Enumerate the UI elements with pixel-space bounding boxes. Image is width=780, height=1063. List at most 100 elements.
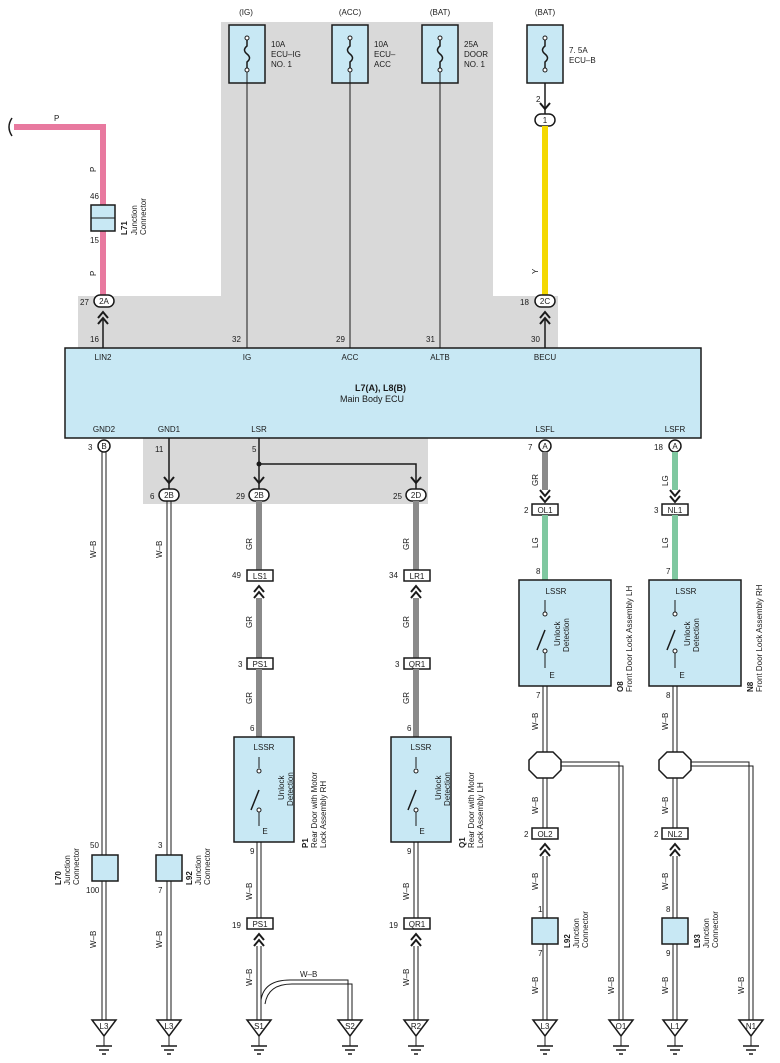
wire-yellow-becu: 2 1 Y 18 2C xyxy=(520,83,556,348)
label-text: O8 xyxy=(616,681,625,692)
diagram-circle xyxy=(97,439,111,453)
label-text: W–B xyxy=(155,541,164,558)
label-text: 16 xyxy=(90,335,99,344)
ground-points: L3 L3 S1 S2 xyxy=(90,1019,765,1055)
diagram-path xyxy=(531,1019,559,1038)
label-text: 18 xyxy=(654,443,663,452)
label-text: IG xyxy=(243,353,251,362)
label-text: QR1 xyxy=(409,660,426,669)
diagram-path xyxy=(90,1019,118,1038)
label-text: Detection xyxy=(562,618,571,652)
label-text: 100 xyxy=(86,886,100,895)
rear-lh-circuit: 25 2D GR 34 LR1 GR 3 QR1 GR 6 LSSR Unloc… xyxy=(389,488,485,1020)
label-text: 27 xyxy=(80,298,89,307)
label-text: LSR xyxy=(251,425,267,434)
label-text: Unlock xyxy=(277,775,286,800)
diagram-path xyxy=(561,765,624,1020)
front-lh-circuit: 7 A GR 2 OL1 LG 8 LSSR Unlock Detection … xyxy=(518,439,634,1020)
diagram-path xyxy=(410,476,422,485)
label-text: W–B xyxy=(661,797,670,814)
diagram-path xyxy=(539,489,551,504)
connector-2a: 27 2A xyxy=(80,294,115,348)
label-text: 18 xyxy=(520,298,529,307)
label-text: Detection xyxy=(443,772,452,806)
diagram-circle xyxy=(542,648,548,654)
diagram-circle xyxy=(256,768,262,774)
label-text: W–B xyxy=(245,883,254,900)
diagram-rect xyxy=(390,736,452,843)
label-text: LG xyxy=(531,537,540,548)
diagram-path xyxy=(14,124,106,296)
diagram-path xyxy=(346,38,354,70)
diagram-line xyxy=(407,789,417,811)
label-text: L92 xyxy=(185,871,194,885)
diagram-rect xyxy=(648,579,742,687)
diagram-rect xyxy=(531,917,559,945)
diagram-rect xyxy=(534,294,556,308)
diagram-path xyxy=(658,751,692,779)
diagram-circle xyxy=(347,67,353,73)
label-text: ACC xyxy=(342,353,359,362)
label-text: LS1 xyxy=(253,572,268,581)
label-text: W–B xyxy=(531,797,540,814)
diagram-circle xyxy=(256,807,262,813)
label-text: W–B xyxy=(402,969,411,986)
diagram-circle xyxy=(672,648,678,654)
diagram-circle xyxy=(413,807,419,813)
label-text: 2C xyxy=(540,297,550,306)
label-text: W–B xyxy=(155,931,164,948)
label-text: 25A xyxy=(464,40,479,49)
label-text: NO. 1 xyxy=(464,60,485,69)
diagram-path xyxy=(669,842,681,857)
label-text: OL2 xyxy=(537,830,553,839)
diagram-circle xyxy=(542,611,548,617)
label-text: 3 xyxy=(654,506,659,515)
label-text: Rear Door with Motor xyxy=(467,772,476,848)
label-text: 3 xyxy=(238,660,243,669)
lsr-split: 5 xyxy=(252,438,422,490)
label-text: W–B xyxy=(89,541,98,558)
label-text: Connector xyxy=(203,848,212,885)
diagram-rect xyxy=(661,827,689,840)
diagram-rect xyxy=(93,294,115,308)
label-text: GR xyxy=(245,692,254,704)
label-text: DOOR xyxy=(464,50,488,59)
label-text: 2B xyxy=(164,491,174,500)
label-text: 2 xyxy=(524,506,529,515)
diagram-rect xyxy=(246,917,274,930)
ground-l1: L1 xyxy=(661,1019,689,1055)
label-text: OL1 xyxy=(537,506,553,515)
label-text: Unlock xyxy=(553,621,562,646)
label-text: L93 xyxy=(693,934,702,948)
label-text: 3 xyxy=(88,443,93,452)
label-text: ALTB xyxy=(430,353,449,362)
label-text: LSFL xyxy=(535,425,555,434)
diagram-circle xyxy=(437,67,443,73)
diagram-path xyxy=(259,463,417,490)
label-text: Rear Door with Motor xyxy=(310,772,319,848)
label-text: GR xyxy=(402,538,411,550)
wire-pink-lin2: P P P xyxy=(8,114,106,296)
diagram-path xyxy=(691,765,754,1020)
label-text: Junction xyxy=(130,205,139,235)
label-text: E xyxy=(419,827,424,836)
diagram-path xyxy=(253,584,265,599)
label-text: 3 xyxy=(395,660,400,669)
label-text: LG xyxy=(661,475,670,486)
label-text: LSSR xyxy=(411,743,432,752)
label-text: Junction xyxy=(63,855,72,885)
label-text: 32 xyxy=(232,335,241,344)
label-text: NL2 xyxy=(668,830,683,839)
diagram-rect xyxy=(143,438,428,504)
label-text: LIN2 xyxy=(95,353,112,362)
label-text: Front Door Lock Assembly RH xyxy=(755,584,764,692)
label-text: 19 xyxy=(389,921,398,930)
label-text: W–B xyxy=(661,977,670,994)
diagram-rect xyxy=(158,488,180,502)
label-text: (IG) xyxy=(239,8,253,17)
diagram-line xyxy=(666,629,676,651)
label-text: 7 xyxy=(528,443,533,452)
diagram-path xyxy=(737,1019,765,1038)
ground-r2: R2 xyxy=(402,1019,430,1055)
